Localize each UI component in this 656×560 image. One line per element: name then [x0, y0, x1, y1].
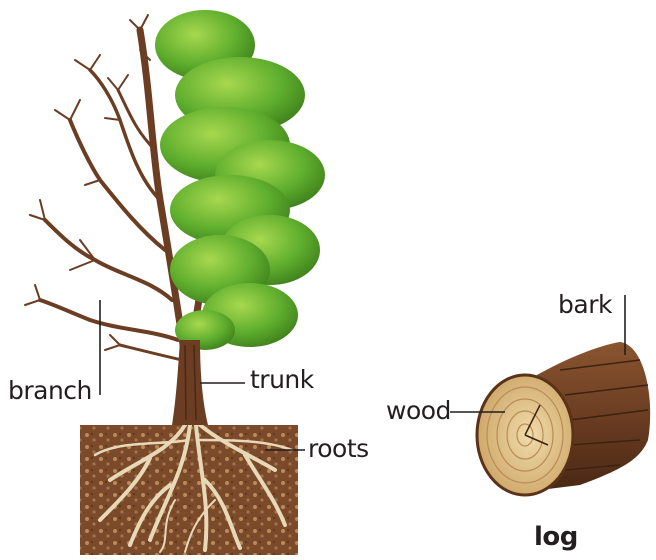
branch-label: branch: [8, 378, 92, 403]
bare-branches: [25, 15, 188, 380]
log-label: log: [534, 524, 578, 550]
trunk-label: trunk: [250, 367, 314, 392]
log-drawing: [477, 342, 650, 495]
roots-label: roots: [308, 436, 369, 461]
leafy-crown: [155, 10, 325, 380]
wood-label: wood: [386, 398, 451, 423]
bark-label: bark: [558, 292, 612, 317]
